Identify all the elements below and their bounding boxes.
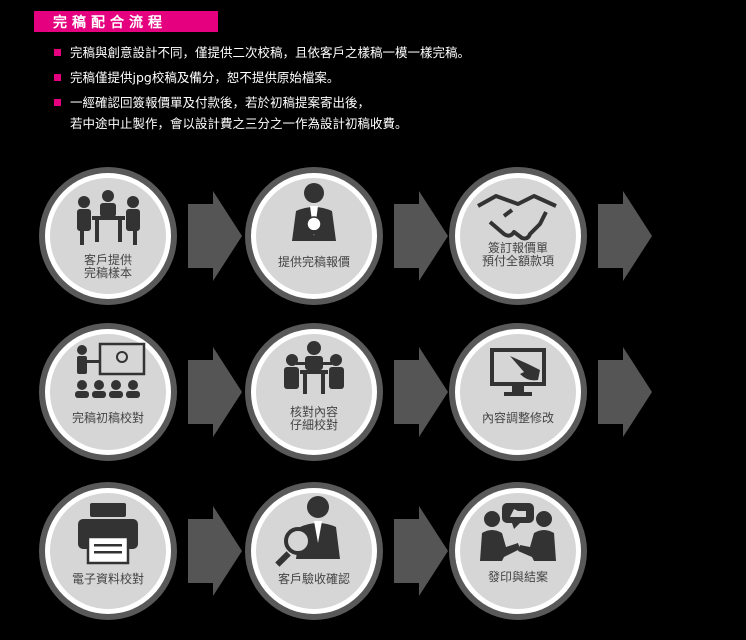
agreement-icon [480, 503, 556, 561]
step-frame [245, 167, 448, 305]
step-label: 客戶提供完稿樣本 [83, 253, 132, 280]
step-5: 核對內容仔細校對 [244, 322, 449, 462]
step-frame [449, 323, 652, 461]
handshake-icon [477, 194, 557, 241]
discussion-icon [284, 341, 344, 394]
meeting-icon [77, 190, 140, 245]
presentation-icon [75, 342, 146, 398]
businessman-idea-icon [292, 183, 336, 241]
step-label: 提供完稿報價 [277, 255, 350, 269]
printer-icon [78, 503, 138, 565]
step-2: 提供完稿報價 [244, 166, 449, 306]
step-frame [449, 167, 652, 305]
step-label: 發印與結案 [487, 570, 548, 584]
step-3: 簽訂報價單預付全額款項 [448, 166, 653, 306]
step-frame [449, 482, 587, 620]
notes-list: 完稿與創意設計不同，僅提供二次校稿，且依客戶之樣稿一模一樣完稿。 完稿僅提供jp… [54, 42, 470, 134]
step-label: 完稿初稿校對 [71, 411, 144, 425]
step-frame [39, 482, 242, 620]
step-label: 客戶驗收確認 [277, 572, 350, 586]
step-1: 客戶提供完稿樣本 [38, 166, 243, 306]
note-item: 一經確認回簽報價單及付款後，若於初稿提案寄出後， [54, 92, 470, 113]
step-frame [245, 482, 448, 620]
bullet-icon [54, 99, 61, 106]
note-item: 完稿與創意設計不同，僅提供二次校稿，且依客戶之樣稿一模一樣完稿。 [54, 42, 470, 67]
step-label: 簽訂報價單預付全額款項 [481, 241, 554, 268]
bullet-icon [54, 74, 61, 81]
bullet-icon [54, 49, 61, 56]
step-9: 發印與結案 [448, 481, 653, 621]
note-item-continued: 若中途中止製作，會以設計費之三分之一作為設計初稿收費。 [70, 116, 408, 131]
step-label: 內容調整修改 [481, 411, 554, 425]
step-label: 電子資料校對 [71, 572, 144, 586]
page-title: 完稿配合流程 [53, 14, 167, 31]
section-title-bar: 完稿配合流程 [34, 11, 218, 32]
step-frame [39, 167, 242, 305]
step-6: 內容調整修改 [448, 322, 653, 462]
step-7: 電子資料校對 [38, 481, 243, 621]
step-4: 完稿初稿校對 [38, 322, 243, 462]
step-label: 核對內容仔細校對 [289, 405, 338, 432]
step-frame [39, 323, 242, 461]
monitor-touch-icon [490, 348, 546, 396]
magnifier-person-icon [275, 496, 340, 567]
step-8: 客戶驗收確認 [244, 481, 449, 621]
step-frame [245, 323, 448, 461]
note-item: 完稿僅提供jpg校稿及備分，恕不提供原始檔案。 [54, 67, 470, 92]
